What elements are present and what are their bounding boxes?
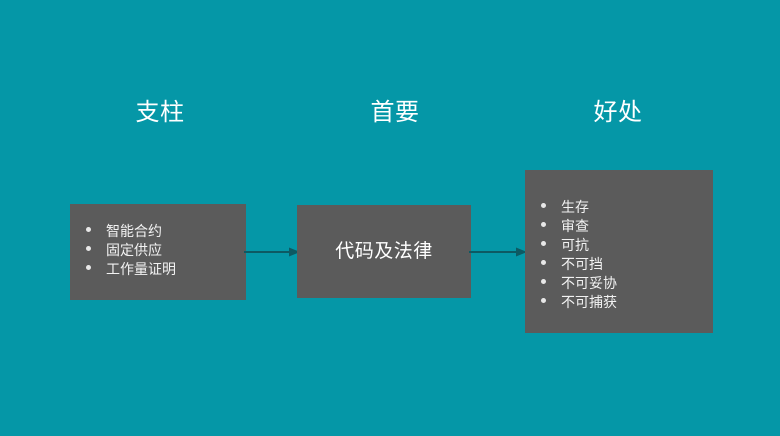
list-item-label: 固定供应 bbox=[106, 242, 162, 258]
bullet-dot-icon bbox=[86, 246, 91, 251]
list-item: 不可捕获 bbox=[541, 293, 617, 312]
list-item: 固定供应 bbox=[86, 241, 176, 260]
pillars-bullet-list: 智能合约 固定供应 工作量证明 bbox=[86, 222, 176, 279]
benefits-bullet-list: 生存 审查 可抗 不可挡 不可妥协 不可捕获 bbox=[541, 198, 617, 312]
list-item-label: 不可捕获 bbox=[561, 294, 617, 310]
bullet-dot-icon bbox=[541, 298, 546, 303]
list-item-label: 可抗 bbox=[561, 237, 589, 253]
list-item: 生存 bbox=[541, 198, 617, 217]
benefits-box[interactable]: 生存 审查 可抗 不可挡 不可妥协 不可捕获 bbox=[525, 170, 713, 333]
bullet-dot-icon bbox=[541, 241, 546, 246]
list-item-label: 工作量证明 bbox=[106, 261, 176, 277]
list-item-label: 审查 bbox=[561, 218, 589, 234]
list-item: 不可妥协 bbox=[541, 274, 617, 293]
pillars-box[interactable]: 智能合约 固定供应 工作量证明 bbox=[70, 204, 246, 300]
list-item-label: 生存 bbox=[561, 199, 589, 215]
bullet-dot-icon bbox=[541, 260, 546, 265]
arrow-right-icon bbox=[469, 247, 527, 257]
connector-pillars-to-primary bbox=[244, 245, 300, 259]
list-item: 可抗 bbox=[541, 236, 617, 255]
primary-box-label: 代码及法律 bbox=[335, 240, 433, 262]
list-item: 智能合约 bbox=[86, 222, 176, 241]
list-item-label: 不可挡 bbox=[561, 256, 603, 272]
list-item-label: 智能合约 bbox=[106, 223, 162, 239]
column-header-benefits: 好处 bbox=[593, 99, 643, 126]
connector-primary-to-benefits bbox=[469, 245, 527, 259]
column-header-primary: 首要 bbox=[370, 99, 420, 126]
list-item-label: 不可妥协 bbox=[561, 275, 617, 291]
list-item: 不可挡 bbox=[541, 255, 617, 274]
bullet-dot-icon bbox=[86, 265, 91, 270]
bullet-dot-icon bbox=[541, 279, 546, 284]
bullet-dot-icon bbox=[541, 222, 546, 227]
list-item: 审查 bbox=[541, 217, 617, 236]
primary-box[interactable]: 代码及法律 bbox=[297, 205, 471, 298]
bullet-dot-icon bbox=[541, 203, 546, 208]
bullet-dot-icon bbox=[86, 227, 91, 232]
list-item: 工作量证明 bbox=[86, 260, 176, 279]
column-header-pillars: 支柱 bbox=[135, 99, 185, 126]
arrow-right-icon bbox=[244, 247, 300, 257]
